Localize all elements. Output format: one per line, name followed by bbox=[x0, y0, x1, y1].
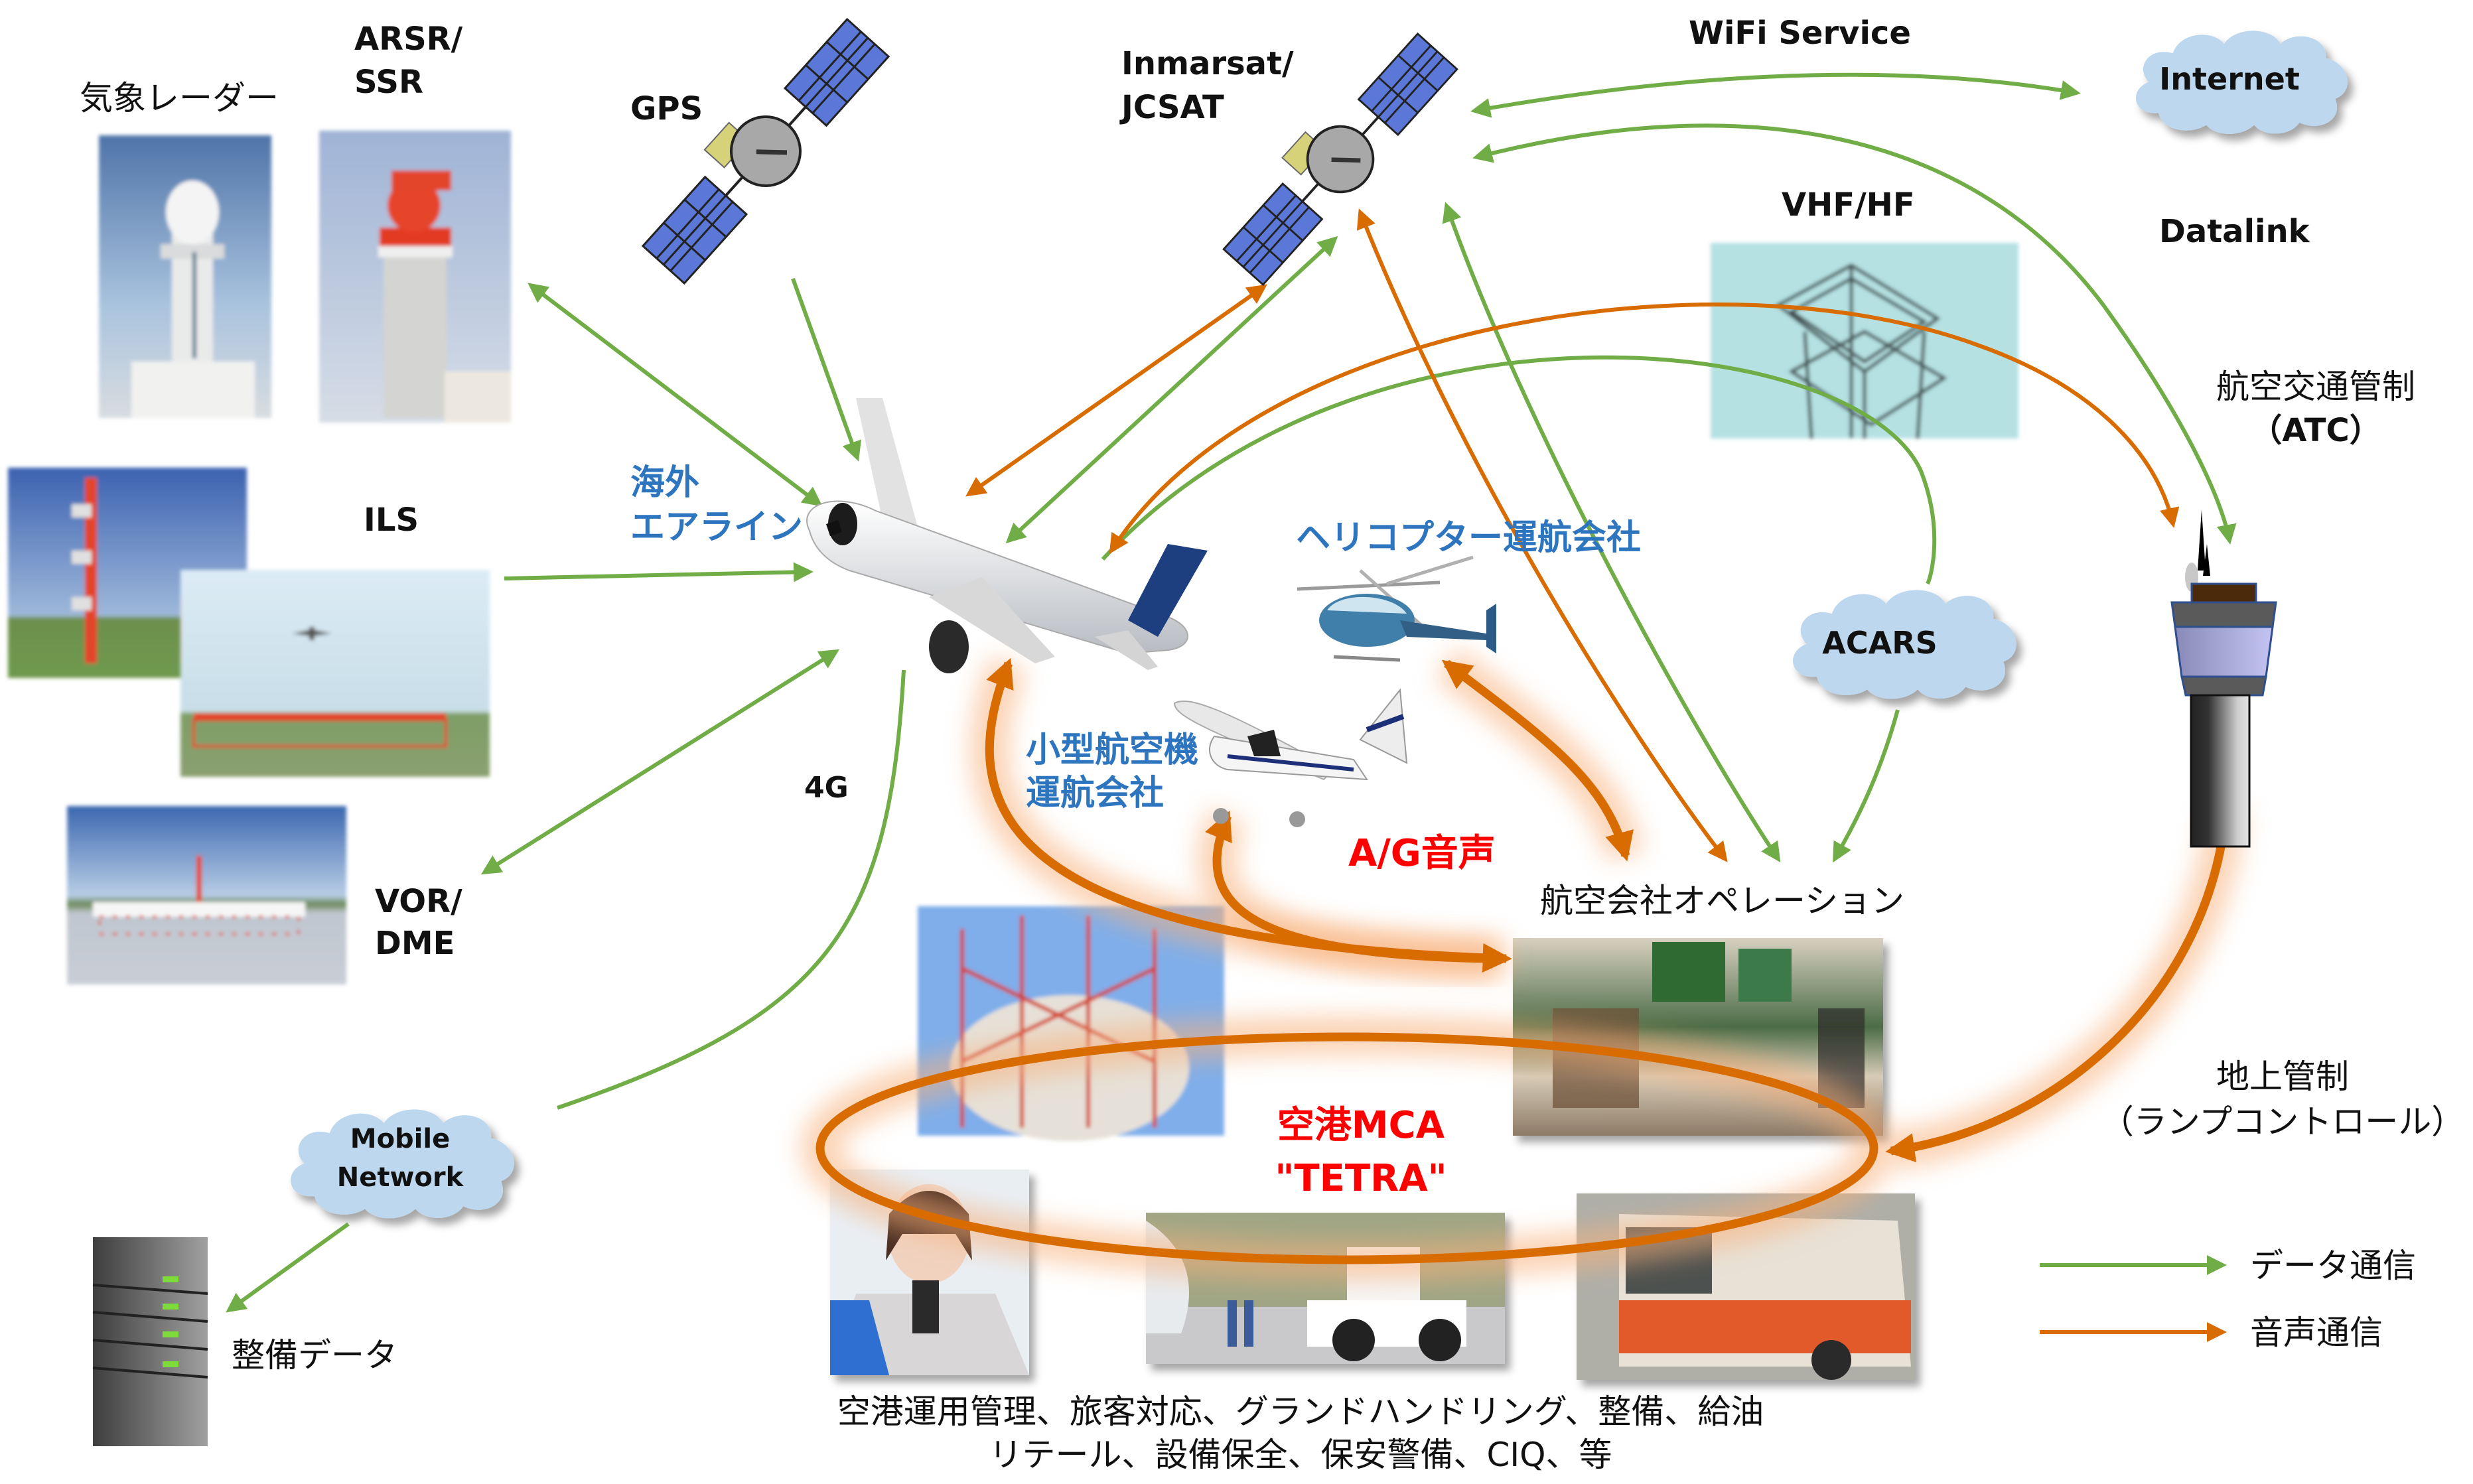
internet-label: Internet bbox=[2159, 61, 2300, 97]
airport-services-line2: リテール、設備保全、保安警備、CIQ、等 bbox=[989, 1436, 1612, 1474]
helicopter-operator-label: ヘリコプター運航会社 bbox=[1296, 518, 1641, 558]
inmarsat-label-line2: JCSAT bbox=[1119, 89, 1224, 126]
ground-control-label-line1: 地上管制 bbox=[2216, 1057, 2349, 1096]
arrow-ils-airliner bbox=[504, 562, 813, 582]
airport-mca-label-line2: "TETRA" bbox=[1275, 1157, 1447, 1200]
overseas-airline-label-line2: エアライン bbox=[630, 507, 803, 547]
voice-arrows bbox=[815, 208, 2239, 1264]
4g-label: 4G bbox=[804, 771, 849, 805]
airline-operations-label: 航空会社オペレーション bbox=[1540, 882, 1904, 920]
ils-photo-glidepath bbox=[180, 570, 490, 777]
ground-control-label-line2: （ランプコントロール） bbox=[2101, 1103, 2465, 1141]
ils-label: ILS bbox=[364, 502, 419, 539]
arrow-acars-ops bbox=[1833, 709, 1900, 863]
arsr-label-line2: SSR bbox=[354, 64, 423, 101]
inmarsat-label-line1: Inmarsat/ bbox=[1121, 45, 1294, 82]
arrow-inmarsat-internet bbox=[1470, 72, 2081, 118]
gps-label: GPS bbox=[630, 90, 703, 127]
gps-satellite-icon bbox=[641, 17, 890, 285]
vor-label-line2: DME bbox=[375, 925, 455, 962]
arrow-vor-airliner bbox=[480, 649, 840, 875]
arsr-label-line1: ARSR/ bbox=[354, 21, 463, 58]
vhf-hf-label: VHF/HF bbox=[1782, 186, 1915, 224]
helicopter-icon bbox=[1297, 555, 1496, 662]
atc-label-line2: （ATC） bbox=[2250, 412, 2381, 449]
maintenance-data-label: 整備データ bbox=[232, 1336, 397, 1375]
arrow-airliner-4g-mobile bbox=[557, 669, 906, 1110]
arrow-airliner-inmarsat-voice bbox=[965, 284, 1267, 497]
vor-label-line1: VOR/ bbox=[375, 883, 462, 920]
overseas-airline-label-line1: 海外 bbox=[630, 463, 699, 503]
airport-mca-label-line1: 空港MCA bbox=[1277, 1104, 1445, 1147]
arrow-airliner-atc-voice bbox=[1109, 303, 2180, 555]
airliner-icon bbox=[806, 398, 1208, 673]
arrow-helicopter-ops-voice bbox=[1441, 659, 1634, 862]
small-aircraft-icon bbox=[1173, 688, 1408, 827]
vor-dme-photo bbox=[67, 806, 346, 984]
airport-services-line1: 空港運用管理、旅客対応、グランドハンドリング、整備、給油 bbox=[837, 1392, 1764, 1431]
arrow-mobile-server bbox=[226, 1222, 350, 1313]
arrow-gps-airliner bbox=[791, 277, 862, 462]
mobile-network-label-line2: Network bbox=[337, 1162, 464, 1193]
arrow-inmarsat-atc bbox=[1472, 123, 2237, 545]
legend: データ通信 音声通信 bbox=[2040, 1247, 2416, 1352]
mobile-network-label-line1: Mobile bbox=[350, 1124, 450, 1154]
ground-handling-photo bbox=[1146, 1213, 1505, 1364]
server-icon bbox=[92, 1237, 208, 1446]
ag-voice-label: A/G音声 bbox=[1348, 832, 1496, 875]
control-tower-icon bbox=[2170, 509, 2277, 848]
arrow-smallplane-ops-voice bbox=[1205, 810, 1494, 963]
acars-label: ACARS bbox=[1822, 625, 1938, 661]
small-aircraft-operator-label-line1: 小型航空機 bbox=[1026, 730, 1198, 770]
arrow-arsr-airliner bbox=[528, 283, 823, 507]
weather-radar-photo bbox=[99, 135, 271, 418]
arsr-ssr-photo bbox=[319, 131, 511, 423]
arrow-inmarsat-ops-voice bbox=[1356, 208, 1728, 862]
vhf-hf-antenna-photo bbox=[1711, 243, 2018, 439]
atc-label-line1: 航空交通管制 bbox=[2216, 368, 2415, 406]
legend-data-label: データ通信 bbox=[2250, 1247, 2416, 1285]
inmarsat-satellite-icon bbox=[1222, 32, 1458, 287]
arrow-ground-control-voice bbox=[1885, 803, 2239, 1162]
wifi-service-label: WiFi Service bbox=[1689, 15, 1911, 52]
weather-radar-label: 気象レーダー bbox=[80, 79, 279, 117]
legend-voice-label: 音声通信 bbox=[2250, 1314, 2383, 1352]
datalink-label: Datalink bbox=[2159, 213, 2310, 250]
small-aircraft-operator-label-line2: 運航会社 bbox=[1026, 774, 1164, 813]
airport-mca-ring bbox=[815, 1032, 1878, 1264]
